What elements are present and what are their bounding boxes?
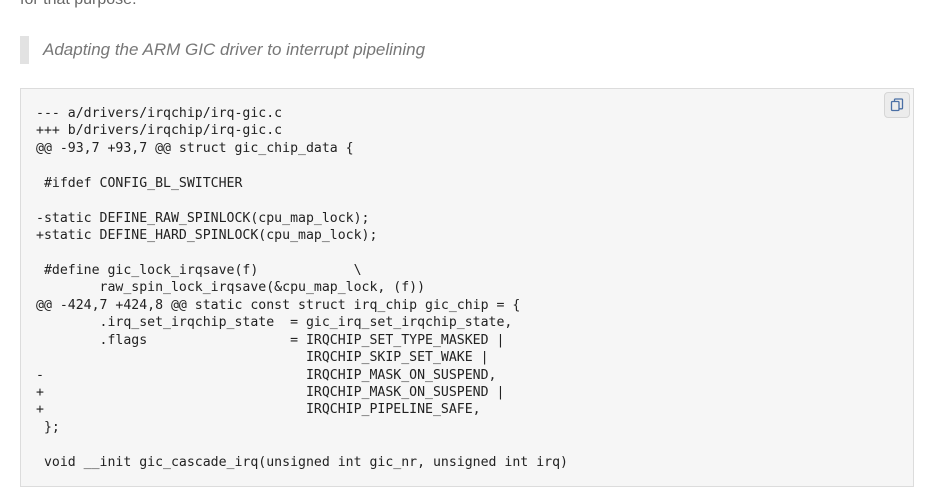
code-line: #define gic_lock_irqsave(f) \ xyxy=(36,262,362,278)
code-line: + IRQCHIP_PIPELINE_SAFE, xyxy=(36,402,481,418)
code-line: + IRQCHIP_MASK_ON_SUSPEND | xyxy=(36,385,505,400)
code-line: .flags = IRQCHIP_SET_TYPE_MASKED | xyxy=(36,332,505,348)
code-line: void __init gic_cascade_irq(unsigned int… xyxy=(36,454,568,470)
code-line: -static DEFINE_RAW_SPINLOCK(cpu_map_lock… xyxy=(36,210,370,226)
code-line: +static DEFINE_HARD_SPINLOCK(cpu_map_loc… xyxy=(36,228,378,244)
blockquote-text: Adapting the ARM GIC driver to interrupt… xyxy=(43,40,426,59)
code-content: --- a/drivers/irqchip/irq-gic.c +++ b/dri… xyxy=(36,105,568,471)
code-line: IRQCHIP_SKIP_SET_WAKE | xyxy=(36,350,489,366)
code-line xyxy=(36,436,568,453)
code-line: }; xyxy=(36,419,60,435)
blockquote: Adapting the ARM GIC driver to interrupt… xyxy=(20,36,425,64)
paragraph-text: for that purpose. xyxy=(20,0,137,10)
code-line: +++ b/drivers/irqchip/irq-gic.c xyxy=(36,123,283,139)
code-line: raw_spin_lock_irqsave(&cpu_map_lock, (f)… xyxy=(36,280,426,296)
code-line: --- a/drivers/irqchip/irq-gic.c xyxy=(36,106,283,121)
code-line: - IRQCHIP_MASK_ON_SUSPEND, xyxy=(36,367,497,383)
code-line xyxy=(36,192,568,209)
copy-button[interactable] xyxy=(884,92,910,118)
code-line: #ifdef CONFIG_BL_SWITCHER xyxy=(36,175,243,191)
code-line xyxy=(36,157,568,174)
copy-icon xyxy=(890,98,904,112)
code-line: .irq_set_irqchip_state = gic_irq_set_irq… xyxy=(36,315,513,331)
code-line: @@ -424,7 +424,8 @@ static const struct … xyxy=(36,297,521,313)
code-line xyxy=(36,245,568,262)
code-line: @@ -93,7 +93,7 @@ struct gic_chip_data { xyxy=(36,140,354,156)
code-block: --- a/drivers/irqchip/irq-gic.c +++ b/dri… xyxy=(20,88,914,487)
